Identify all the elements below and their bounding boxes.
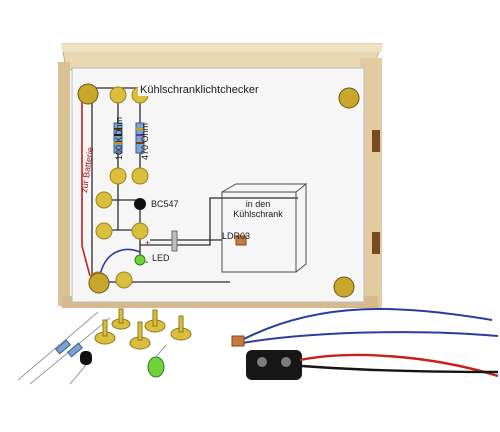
capacitor-part [171, 230, 178, 252]
cable-red [299, 353, 499, 378]
resistor-470-label: 470 Ohm [140, 122, 150, 160]
fridge-label-line2: Kühlschrank [233, 209, 283, 219]
cable-blue-2 [241, 331, 499, 344]
circuit-panel [71, 67, 365, 303]
ldr-loose [231, 335, 245, 347]
resistor-470 [135, 122, 145, 154]
ldr-sensor [235, 235, 247, 246]
resistor-100k [113, 122, 123, 154]
corner-screws [77, 83, 360, 298]
loose-led [147, 344, 167, 378]
loose-transistor [69, 351, 92, 385]
led-on-board [134, 254, 146, 266]
fridge-outline [221, 183, 308, 273]
transistor-bc547 [134, 198, 146, 210]
wooden-box [58, 43, 383, 308]
loose-pins [94, 308, 192, 350]
resistor-100k-label: 100 KOhm [114, 116, 124, 160]
plus-sign: + [145, 238, 151, 248]
ldr-label: LDR03 [222, 231, 251, 241]
cable-black [301, 364, 499, 374]
fridge-label-line1: in den [245, 199, 271, 209]
led-wire-blue [99, 248, 141, 276]
led-label: LED [152, 253, 170, 263]
loose-resistors [17, 311, 111, 385]
panel-title: Kühlschranklichtchecker [138, 84, 261, 96]
minus-sign: - [145, 257, 149, 268]
transistor-label: BC547 [151, 199, 179, 209]
battery-clip [246, 350, 302, 380]
cable-blue [241, 308, 493, 341]
